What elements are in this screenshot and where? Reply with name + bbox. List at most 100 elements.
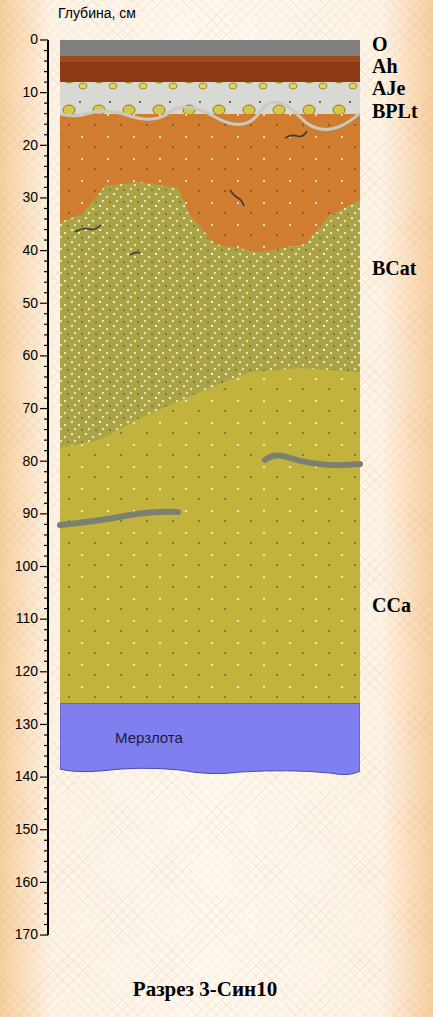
- axis-tick: [44, 155, 48, 156]
- axis-tick: [44, 113, 48, 114]
- axis-tick: [40, 250, 48, 251]
- axis-tick: [44, 176, 48, 177]
- axis-number: 20: [22, 138, 38, 153]
- axis-ticks: [40, 40, 48, 935]
- caption: Разрез 3-Син10: [133, 978, 277, 1001]
- axis-tick: [44, 692, 48, 693]
- axis-tick: [44, 50, 48, 51]
- axis-tick: [44, 218, 48, 219]
- axis-tick: [44, 387, 48, 388]
- axis-tick: [44, 545, 48, 546]
- axis-title: Глубина, см: [58, 6, 136, 21]
- axis-tick: [44, 798, 48, 799]
- gley-streak: [265, 455, 360, 465]
- axis-tick: [44, 103, 48, 104]
- axis-tick: [44, 924, 48, 925]
- axis-tick: [44, 713, 48, 714]
- axis-tick: [44, 745, 48, 746]
- horizon-label: CCa: [372, 594, 411, 616]
- axis-tick: [44, 187, 48, 188]
- axis-tick: [44, 534, 48, 535]
- axis-number: 70: [22, 401, 38, 416]
- axis-tick: [40, 566, 48, 567]
- axis-tick: [40, 671, 48, 672]
- axis-number: 120: [15, 664, 38, 679]
- axis-number: 10: [22, 85, 38, 100]
- permafrost-fill: [60, 703, 360, 775]
- axis-number: 60: [22, 348, 38, 363]
- axis-tick: [44, 313, 48, 314]
- horizon-label: O: [372, 33, 388, 55]
- axis-tick: [44, 345, 48, 346]
- axis-tick: [40, 776, 48, 777]
- axis-tick: [44, 397, 48, 398]
- axis-tick: [44, 850, 48, 851]
- axis-tick: [44, 587, 48, 588]
- axis-number: 90: [22, 506, 38, 521]
- bpl-horizon: [60, 114, 360, 252]
- axis-number: 160: [15, 875, 38, 890]
- axis-tick: [44, 903, 48, 904]
- axis-tick: [44, 429, 48, 430]
- axis-tick: [44, 650, 48, 651]
- axis-tick: [44, 124, 48, 125]
- axis-tick: [44, 734, 48, 735]
- axis-tick: [44, 819, 48, 820]
- axis-tick: [44, 208, 48, 209]
- axis-tick: [44, 576, 48, 577]
- axis-tick: [44, 503, 48, 504]
- roots: [75, 131, 307, 255]
- axis-tick: [40, 39, 48, 40]
- axis-tick: [44, 840, 48, 841]
- axis-number: 110: [16, 611, 38, 626]
- axis-tick: [44, 682, 48, 683]
- axis-tick: [44, 271, 48, 272]
- axis-number: 0: [30, 32, 38, 47]
- o-horizon: [60, 40, 360, 56]
- axis-tick: [44, 629, 48, 630]
- axis-tick: [40, 513, 48, 514]
- axis-number: 150: [15, 822, 38, 837]
- axis-tick: [44, 608, 48, 609]
- axis-tick: [44, 861, 48, 862]
- axis-number: 50: [22, 296, 38, 311]
- c-horizon: [60, 114, 360, 706]
- axis-tick: [44, 239, 48, 240]
- axis-tick: [44, 376, 48, 377]
- axis-tick: [40, 461, 48, 462]
- axis-tick: [44, 366, 48, 367]
- axis-tick: [44, 524, 48, 525]
- axis-tick: [44, 787, 48, 788]
- axis-tick: [40, 303, 48, 304]
- axis-tick: [44, 166, 48, 167]
- horizon-label: BCat: [372, 257, 416, 279]
- axis-tick: [44, 440, 48, 441]
- axis-tick: [40, 829, 48, 830]
- axis-tick: [44, 282, 48, 283]
- axis-tick: [44, 808, 48, 809]
- axis-tick: [40, 145, 48, 146]
- axis-tick: [44, 492, 48, 493]
- axis-tick: [44, 292, 48, 293]
- axis-tick: [40, 934, 48, 935]
- band-outline: [60, 703, 360, 781]
- axis-tick: [44, 324, 48, 325]
- axis-tick: [44, 229, 48, 230]
- axis-tick: [44, 82, 48, 83]
- axis-tick: [44, 555, 48, 556]
- axis-tick: [44, 640, 48, 641]
- axis-tick: [44, 661, 48, 662]
- gley-streak: [60, 512, 178, 525]
- axis-number: 80: [22, 454, 38, 469]
- permafrost-band: Мерзлота: [60, 703, 360, 777]
- aje-horizon: [60, 82, 360, 114]
- band-label: Мерзлота: [115, 729, 183, 746]
- axis-tick: [44, 482, 48, 483]
- axis-number: 140: [15, 769, 38, 784]
- depth-axis: [47, 40, 49, 935]
- ah-horizon: [60, 56, 360, 82]
- axis-tick: [44, 134, 48, 135]
- axis-tick: [40, 408, 48, 409]
- bca-horizon: [60, 114, 360, 448]
